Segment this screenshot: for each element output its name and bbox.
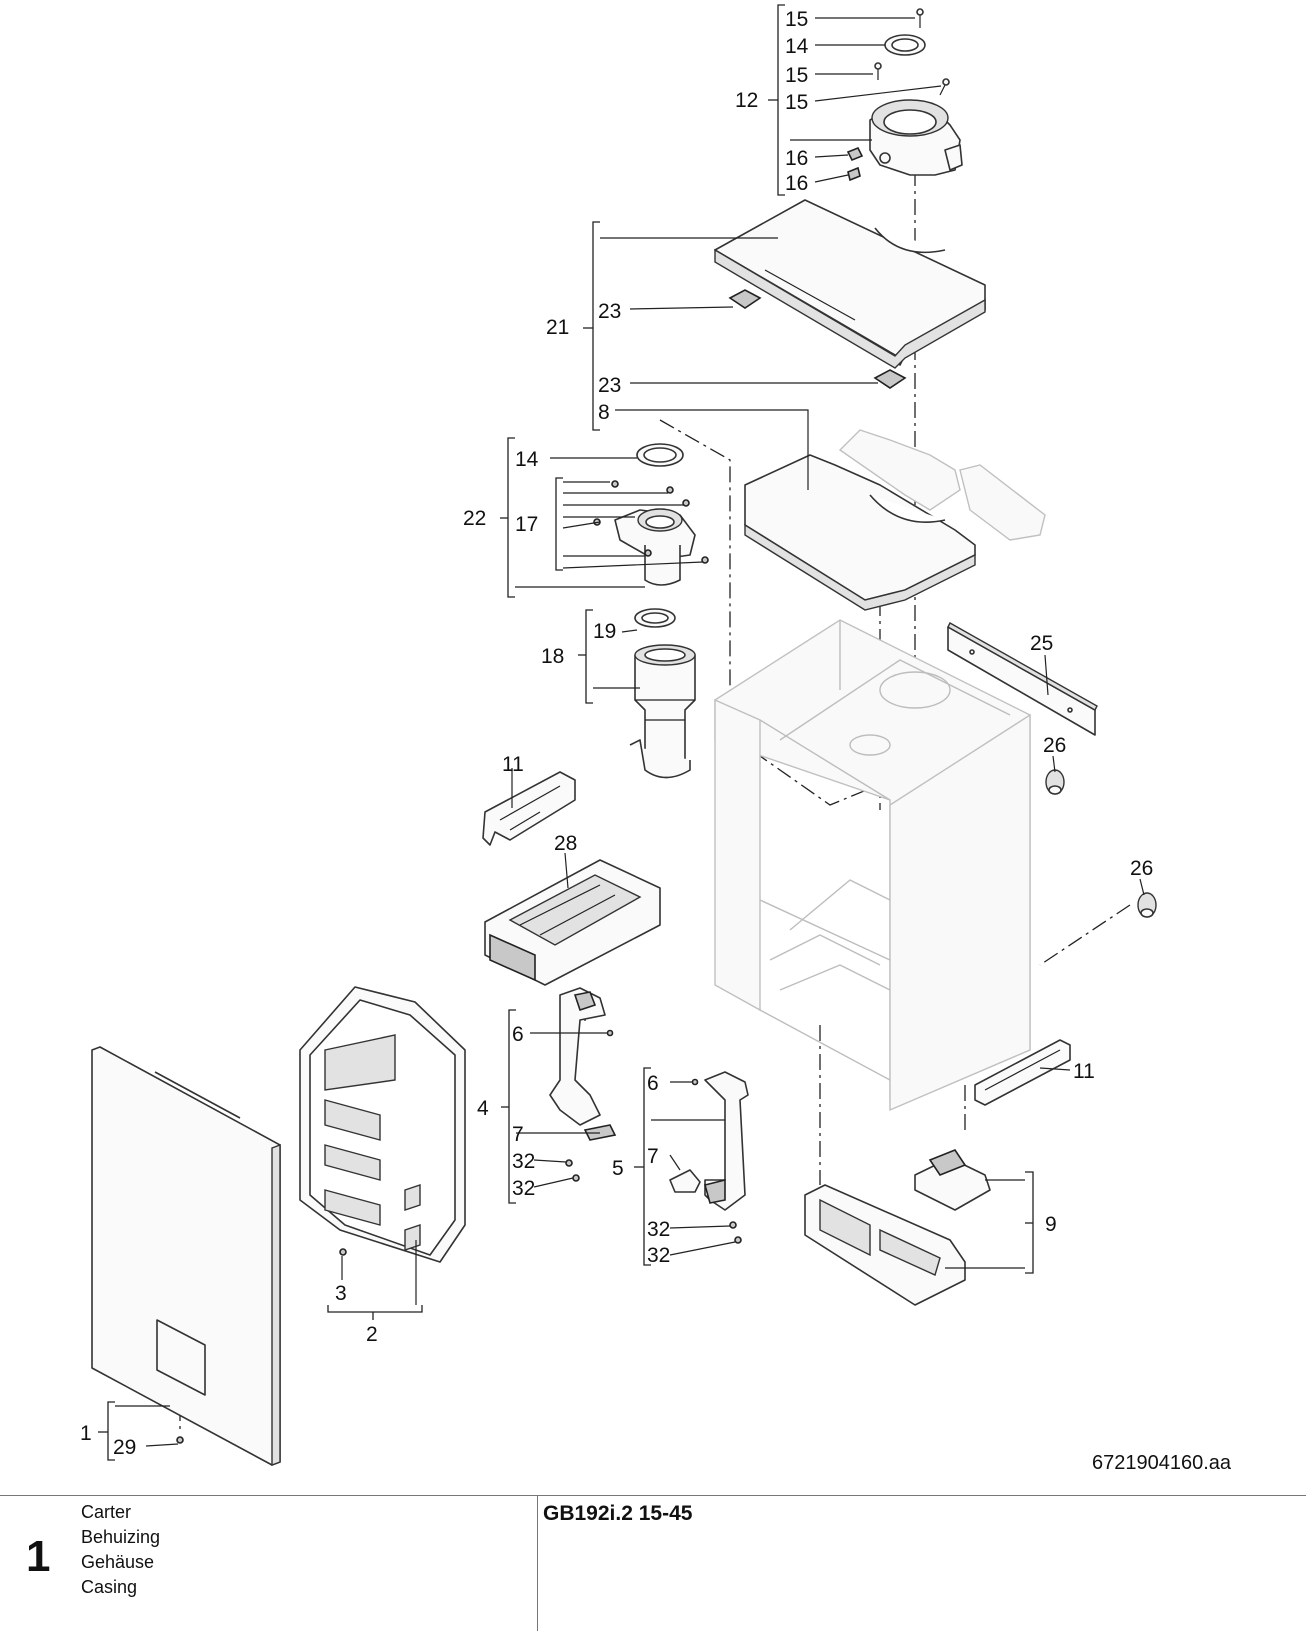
group-brackets [98,4,1034,1461]
callout-4: 4 [477,1097,489,1120]
callout-15: 15 [785,91,808,114]
part-name-de: Gehäuse [81,1552,155,1572]
callout-21: 21 [546,316,569,339]
callout-5: 5 [612,1157,624,1180]
flue-pipe-part [629,608,696,779]
flue-adaptor-part [846,8,963,182]
part-name-nl: Behuizing [81,1527,161,1547]
cable-holder-parts [482,771,1071,1106]
callout-15: 15 [785,8,808,31]
callout-14: 14 [785,35,809,58]
callout-26: 26 [1130,857,1153,880]
footer-divider [537,1496,538,1631]
callout-8: 8 [598,401,610,424]
callout-11: 11 [502,753,524,776]
part-group-names: Carter Behuizing Gehäuse Casing [81,1500,160,1600]
model-title: GB192i.2 15-45 [543,1502,693,1525]
callout-32: 32 [647,1244,670,1267]
figure-number: 1 [26,1532,51,1581]
base-tray-part [804,1149,991,1306]
front-panel-frame-part [299,986,466,1263]
drawing-code: 6721904160.aa [1092,1452,1232,1474]
parts-footer: 1 Carter Behuizing Gehäuse Casing GB192i… [0,1495,1306,1631]
callout-7: 7 [512,1123,524,1146]
callout-3: 3 [335,1282,347,1305]
callout-32: 32 [512,1150,535,1173]
callout-6: 6 [512,1023,524,1046]
callout-6: 6 [647,1072,659,1095]
callout-12: 12 [735,89,758,112]
exploded-parts-diagram: 15 14 15 12 15 16 16 23 21 23 8 14 22 17… [80,4,1232,1474]
callout-2: 2 [366,1323,378,1346]
callout-28: 28 [554,832,577,855]
callout-32: 32 [647,1218,670,1241]
grommet-parts [1045,769,1157,918]
callout-18: 18 [541,645,564,668]
insulation-mat-part [744,429,1046,611]
leader-lines [115,17,1145,1447]
top-cover-part [714,199,986,389]
flue-connection-part [593,443,709,586]
front-door-part [91,1046,281,1467]
left-bracket-part [549,987,617,1182]
callout-16: 16 [785,147,808,170]
callout-23: 23 [598,374,621,397]
part-name-fr: Carter [81,1502,132,1522]
callout-25: 25 [1030,632,1053,655]
callout-16: 16 [785,172,808,195]
callout-22: 22 [463,507,486,530]
callout-1: 1 [80,1422,92,1445]
callout-19: 19 [593,620,616,643]
callout-23: 23 [598,300,621,323]
callout-29: 29 [113,1436,136,1459]
bracket-strip-part [947,622,1098,736]
callout-9: 9 [1045,1213,1057,1236]
right-bracket-part [669,1071,749,1244]
callout-32: 32 [512,1177,535,1200]
insulation-tray-part [484,859,661,986]
callout-14: 14 [515,448,539,471]
casing-frame [714,619,1031,1112]
callout-11: 11 [1073,1060,1095,1083]
callout-15: 15 [785,64,808,87]
callout-labels: 15 14 15 12 15 16 16 23 21 23 8 14 22 17… [80,8,1232,1474]
callout-7: 7 [647,1145,659,1168]
callout-26: 26 [1043,734,1066,757]
part-name-en: Casing [81,1577,138,1597]
callout-17: 17 [515,513,538,536]
